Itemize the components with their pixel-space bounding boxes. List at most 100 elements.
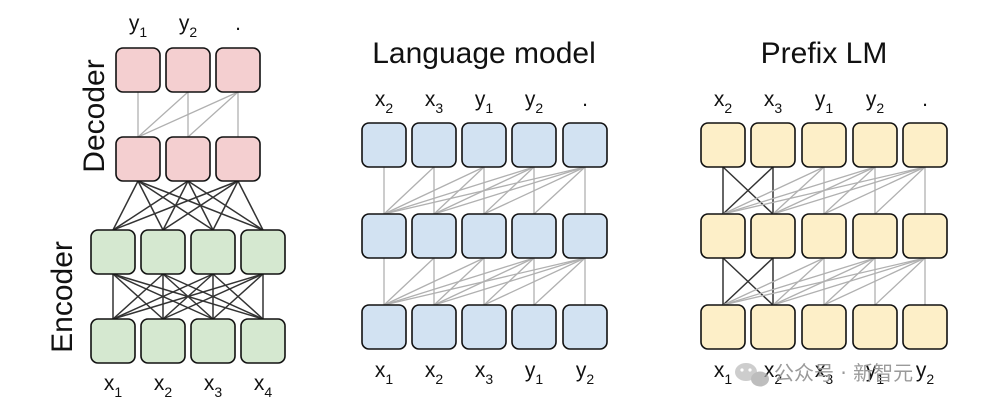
lm-token-box [411,213,457,259]
causal-connection [137,91,189,138]
pl-token-box [852,122,898,168]
pl-token-box [902,213,948,259]
cross-attention-connection [112,180,139,231]
cross-attention-connection [112,180,239,231]
decoder-top-box [165,47,211,93]
causal-connection [874,166,926,215]
output-token: x2 [714,88,733,116]
encoder-top-box [90,229,136,275]
pl-token-box [852,304,898,350]
lm-token-box [461,122,507,168]
encoder-decoder-connections [112,91,264,320]
decoder-bottom-box [215,136,261,182]
lm-token-box [562,304,608,350]
output-token: y1 [475,88,494,116]
encoder-input-token: x1 [104,372,123,400]
decoder-label: Decoder [78,59,111,172]
cross-attention-connection [237,180,264,231]
causal-connection [383,166,485,215]
pl-token-box [750,122,796,168]
lm-token-box [511,122,557,168]
output-token: y2 [525,88,544,116]
encoder-top-box [140,229,186,275]
input-token: y1 [866,359,885,387]
wechat-icon [735,363,769,387]
causal-connection [383,166,535,215]
causal-connection [383,257,535,306]
causal-connection [433,166,586,215]
decoder-top-box [215,47,261,93]
causal-connection [772,257,926,306]
bidirectional-connection [162,273,264,320]
causal-connection [722,166,876,215]
pl-token-box [801,122,847,168]
causal-connection [383,257,586,306]
causal-connection [483,166,586,215]
causal-connection [187,91,239,138]
input-token: x1 [375,359,394,387]
causal-connection [823,166,926,215]
causal-connection [772,166,926,215]
decoder-output-token: y2 [179,12,198,40]
pl-token-box [750,304,796,350]
pl-token-box [801,304,847,350]
causal-connection [137,91,239,138]
output-token: x2 [375,88,394,116]
lm-token-box [361,213,407,259]
causal-connection [383,257,485,306]
encoder-input-token: x3 [204,372,223,400]
causal-connection [823,257,926,306]
encoder-bottom-box [140,318,186,364]
output-token: y1 [815,88,834,116]
language-model-connections [383,166,586,306]
language-model-boxes [361,122,608,350]
input-token: x2 [425,359,444,387]
lm-token-box [461,213,507,259]
lm-token-box [562,122,608,168]
input-token: x3 [475,359,494,387]
causal-connection [722,166,926,215]
encoder-input-token: x4 [254,372,273,400]
pl-token-box [852,213,898,259]
causal-connection [874,257,926,306]
decoder-bottom-box [115,136,161,182]
decoder-output-token: . [235,12,241,35]
lm-token-box [411,304,457,350]
encoder-top-box [240,229,286,275]
input-token: x3 [815,359,834,387]
causal-connection [383,166,435,215]
output-token: y2 [866,88,885,116]
pl-token-box [700,304,746,350]
output-token: x3 [764,88,783,116]
decoder-output-token: y1 [129,12,148,40]
encoder-bottom-box [240,318,286,364]
output-token: . [582,88,588,111]
lm-token-box [461,304,507,350]
causal-connection [533,166,586,215]
encoder-input-token: x2 [154,372,173,400]
pl-token-box [700,213,746,259]
decoder-bottom-box [165,136,211,182]
encoder-bottom-box [190,318,236,364]
pl-token-box [700,122,746,168]
lm-token-box [511,304,557,350]
output-token: . [922,88,928,111]
causal-connection [722,257,926,306]
pl-token-box [902,304,948,350]
lm-token-box [511,213,557,259]
input-token: x1 [714,359,733,387]
encoder-top-box [190,229,236,275]
decoder-top-box [115,47,161,93]
causal-connection [483,257,586,306]
prefix-lm-connections [722,166,926,306]
language-model-title: Language model [372,37,596,70]
encoder-decoder-boxes [90,47,286,364]
bidirectional-connection [112,273,214,320]
lm-token-box [361,304,407,350]
encoder-decoder-token-labels: y1 y2. x1 x2 x3 x4 [104,12,273,400]
